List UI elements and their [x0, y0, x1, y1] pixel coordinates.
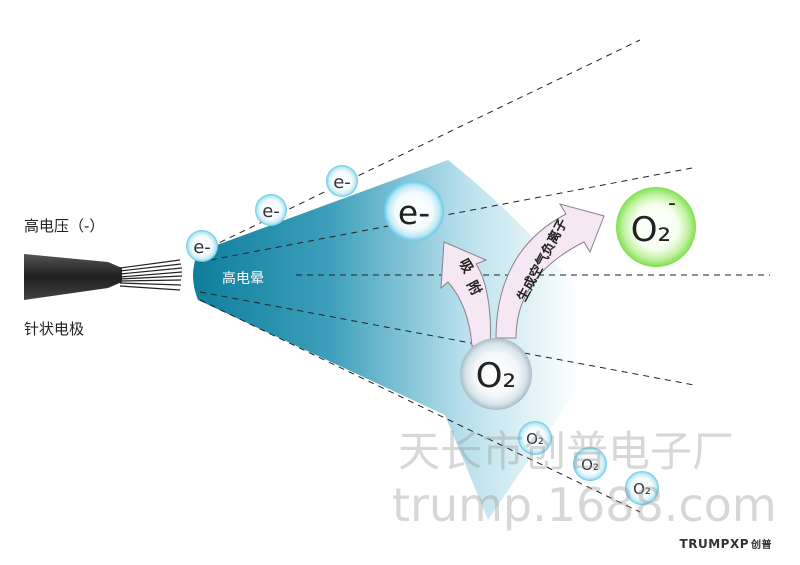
adsorb-arrow [440, 241, 491, 347]
needle-electrode-label: 针状电极 [24, 320, 85, 338]
svg-text:O₂: O₂ [476, 356, 516, 396]
field-line [199, 299, 641, 513]
high-voltage-label: 高电压（-） [24, 217, 105, 235]
needle-electrode [24, 254, 183, 300]
brand-chinese: 创普 [751, 540, 772, 551]
svg-text:O₂: O₂ [633, 480, 651, 498]
corona-label: 高电晕 [222, 271, 264, 287]
svg-text:O₂: O₂ [581, 456, 599, 474]
svg-text:-: - [668, 191, 676, 216]
oxygen-molecule-large: O₂ [460, 338, 532, 410]
svg-text:e-: e- [333, 172, 351, 193]
field-line [199, 291, 695, 386]
electrode-bristles [119, 259, 183, 291]
svg-text:e-: e- [193, 237, 211, 258]
electron-particle: e- [255, 194, 287, 226]
negative-oxygen-ion: O₂ - [616, 187, 696, 267]
svg-text:O₂: O₂ [631, 210, 671, 250]
watermark-url: trump.1688.com [392, 478, 777, 532]
svg-text:O₂: O₂ [526, 430, 544, 448]
watermark-chinese: 天长市创普电子厂 [398, 427, 735, 476]
electron-particle: e- [326, 165, 358, 197]
corona-field [193, 160, 610, 520]
electron-particle-large: e- [384, 181, 444, 241]
generate-arrow [495, 203, 605, 339]
brand-name: TRUMPXP [679, 537, 749, 551]
oxygen-molecule: O₂ [625, 471, 659, 505]
oxygen-molecule: O₂ [573, 447, 607, 481]
svg-text:e-: e- [262, 201, 280, 222]
electron-particle: e- [186, 230, 218, 262]
oxygen-molecule: O₂ [518, 421, 552, 455]
svg-text:e-: e- [398, 193, 430, 232]
